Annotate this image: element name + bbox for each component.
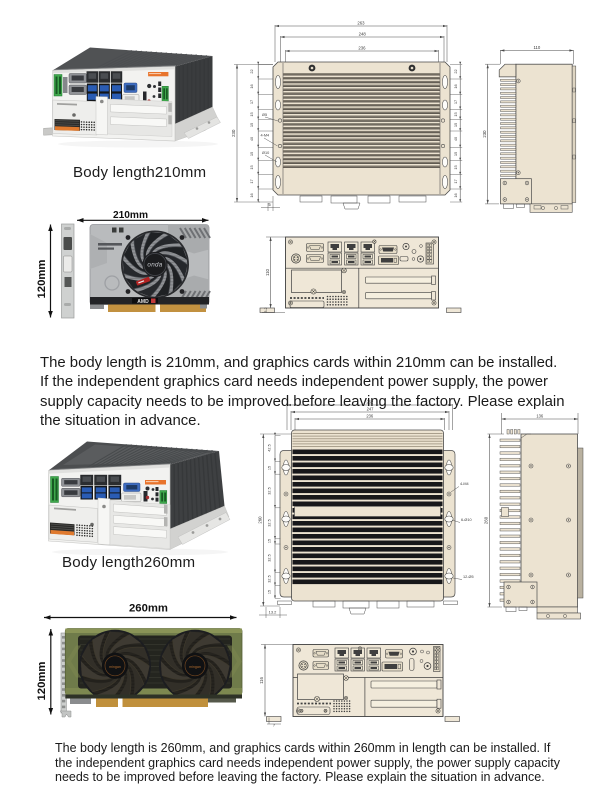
- svg-text:247: 247: [367, 406, 375, 411]
- svg-text:116: 116: [259, 676, 264, 683]
- svg-text:263: 263: [357, 20, 365, 25]
- svg-text:AMD: AMD: [137, 299, 149, 305]
- svg-text:15: 15: [453, 123, 458, 127]
- svg-text:22: 22: [249, 69, 254, 73]
- svg-text:Ø5: Ø5: [262, 113, 267, 117]
- svg-text:248: 248: [359, 31, 367, 36]
- svg-text:110: 110: [265, 268, 270, 275]
- svg-text:4-M4: 4-M4: [261, 134, 270, 138]
- svg-text:16: 16: [453, 84, 458, 88]
- svg-text:15: 15: [249, 123, 254, 127]
- svg-text:13.2: 13.2: [269, 610, 278, 615]
- svg-text:40: 40: [249, 136, 254, 141]
- svg-text:17: 17: [453, 100, 458, 104]
- svg-text:mingan: mingan: [189, 665, 201, 669]
- svg-text:260: 260: [258, 516, 263, 524]
- svg-text:12-Ø5: 12-Ø5: [463, 575, 474, 579]
- svg-text:3.2: 3.2: [264, 307, 268, 312]
- svg-text:15: 15: [268, 590, 272, 594]
- svg-text:15: 15: [249, 112, 254, 116]
- svg-text:260mm: 260mm: [129, 603, 168, 615]
- svg-text:40: 40: [453, 136, 458, 141]
- svg-text:15: 15: [453, 152, 458, 156]
- svg-text:120mm: 120mm: [36, 260, 48, 299]
- svg-text:32.5: 32.5: [268, 575, 272, 582]
- svg-text:230: 230: [231, 129, 236, 137]
- svg-text:22: 22: [453, 69, 458, 73]
- svg-text:120mm: 120mm: [36, 662, 48, 701]
- svg-text:236: 236: [366, 413, 374, 418]
- svg-text:17: 17: [249, 100, 254, 104]
- svg-text:15: 15: [453, 165, 458, 169]
- svg-text:260: 260: [484, 516, 489, 524]
- svg-text:210mm: 210mm: [113, 210, 148, 221]
- svg-text:230: 230: [482, 130, 487, 138]
- svg-text:16: 16: [249, 84, 254, 88]
- svg-text:17: 17: [249, 179, 254, 183]
- svg-text:32.5: 32.5: [268, 519, 272, 526]
- svg-text:Ø10: Ø10: [262, 151, 269, 155]
- svg-text:42.5: 42.5: [268, 444, 272, 451]
- svg-text:15: 15: [268, 466, 272, 470]
- svg-text:15: 15: [453, 112, 458, 116]
- svg-text:32.5: 32.5: [268, 554, 272, 561]
- svg-text:17: 17: [453, 179, 458, 183]
- svg-text:mingan: mingan: [109, 665, 121, 669]
- svg-text:236: 236: [358, 45, 366, 50]
- svg-text:32.5: 32.5: [268, 487, 272, 494]
- svg-text:15: 15: [249, 152, 254, 156]
- svg-text:onda: onda: [147, 261, 162, 268]
- svg-text:15: 15: [268, 539, 272, 543]
- svg-text:15: 15: [249, 165, 254, 169]
- svg-text:16: 16: [453, 193, 458, 197]
- svg-text:4-M4: 4-M4: [460, 482, 469, 486]
- svg-text:16: 16: [249, 193, 254, 197]
- svg-text:262: 262: [366, 399, 374, 404]
- svg-text:7: 7: [273, 723, 276, 728]
- svg-text:6-Ø10: 6-Ø10: [461, 518, 472, 522]
- svg-text:110: 110: [533, 45, 540, 50]
- svg-text:5: 5: [268, 202, 271, 207]
- svg-text:136: 136: [536, 413, 544, 418]
